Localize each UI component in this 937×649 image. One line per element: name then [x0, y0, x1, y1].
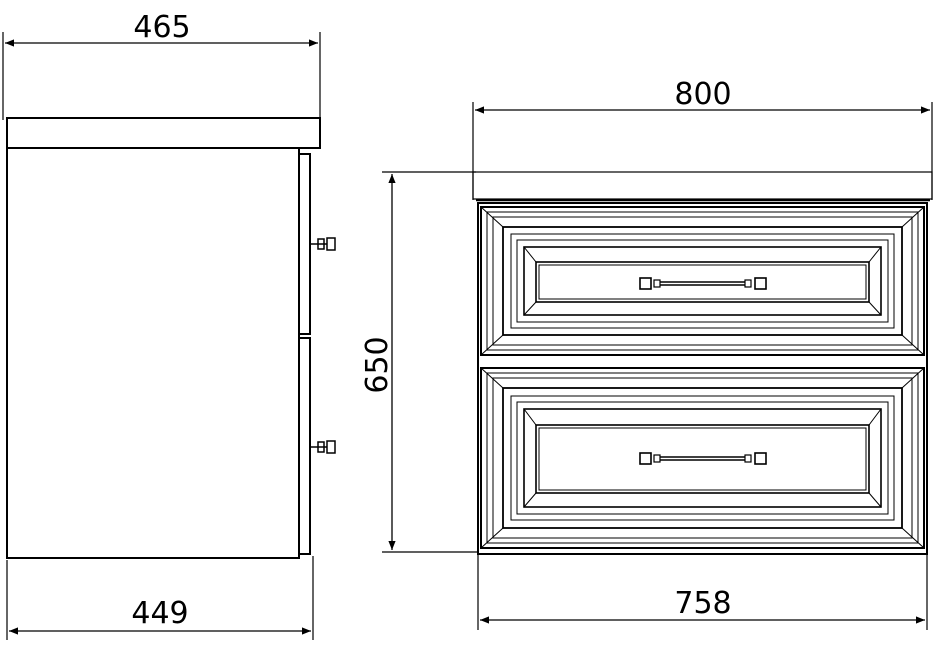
side-drawer-front-top	[298, 153, 311, 335]
front-countertop	[472, 171, 933, 200]
side-countertop	[6, 117, 321, 149]
side-view: 465 449	[2, 10, 336, 640]
dimension-label-449: 449	[131, 596, 188, 631]
dimension-label-465: 465	[133, 10, 190, 45]
dimension-label-758: 758	[674, 586, 731, 621]
front-drawer-top	[480, 206, 925, 356]
dimension-label-800: 800	[674, 77, 731, 112]
front-view: 800 650	[360, 77, 933, 630]
dimension-front-top: 800	[472, 77, 933, 200]
dimension-front-height: 650	[360, 171, 478, 553]
dimension-side-top: 465	[2, 10, 321, 120]
side-cabinet-body	[6, 147, 300, 559]
side-handle-icon	[310, 440, 336, 454]
drawer-handle-icon	[639, 452, 767, 465]
drawer-handle-icon	[639, 277, 767, 290]
side-handle-icon	[310, 237, 336, 251]
dimension-label-650: 650	[360, 336, 395, 393]
dimension-side-bottom: 449	[6, 556, 314, 640]
dimension-front-bottom: 758	[477, 554, 928, 630]
front-drawer-bottom	[480, 367, 925, 549]
side-drawer-front-bottom	[298, 337, 311, 555]
front-cabinet-body	[477, 202, 928, 555]
